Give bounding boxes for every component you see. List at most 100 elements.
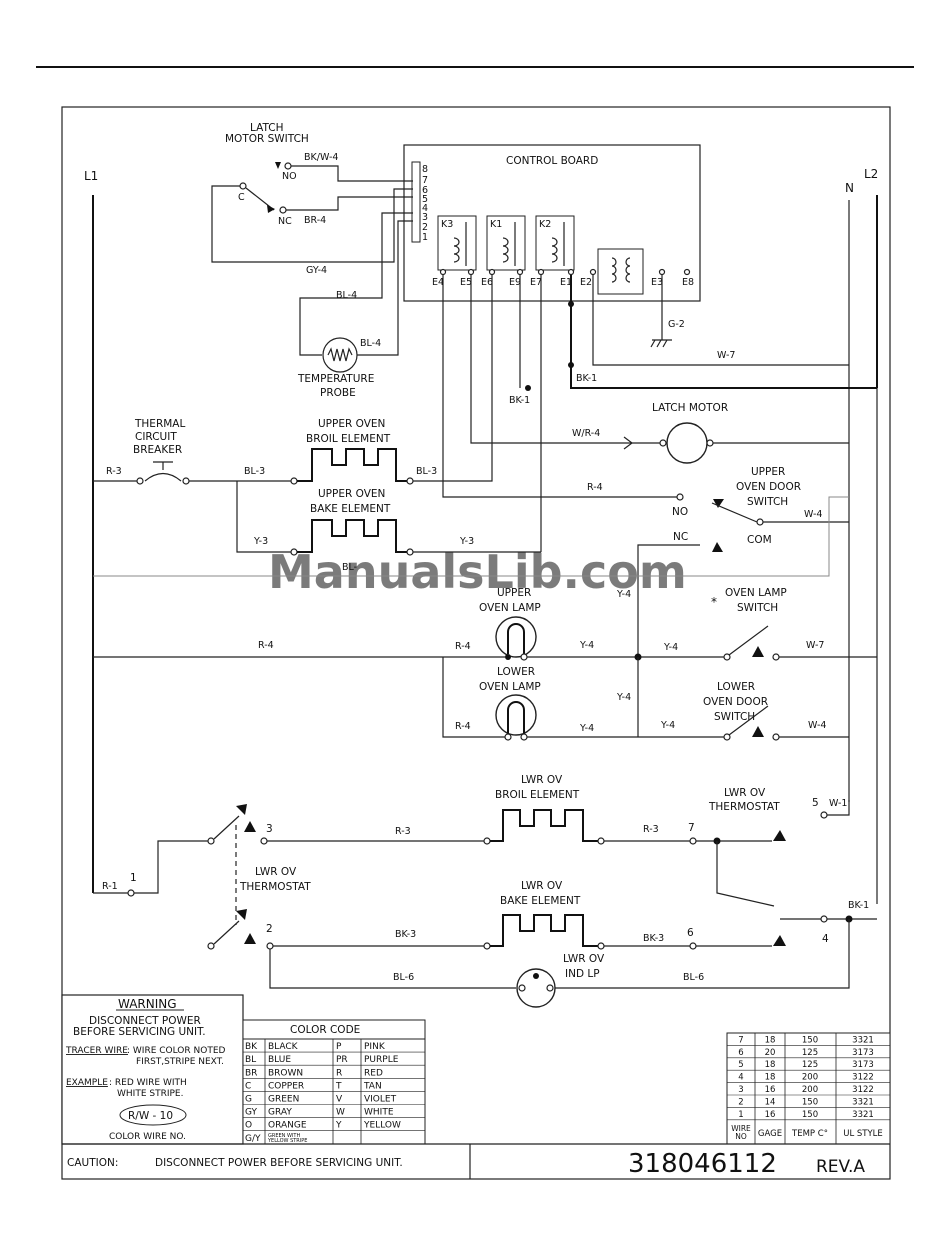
lwr-thermostat-left-label-1: LWR OV [255,866,297,878]
lwr-thermostat-arrow-6 [773,935,786,946]
color-code-cell: P [336,1042,342,1052]
w1-wire [827,800,850,816]
lwr-broil-element [490,809,598,842]
upper-door-com-terminal [756,518,764,526]
w7-wire [592,275,849,366]
wire-r4-c: R-4 [455,641,471,652]
pin-7: 7 [422,175,428,186]
wire-table-cell: 5 [738,1060,743,1070]
pin-5: 5 [422,194,428,205]
lower-lamp-icon [495,694,537,736]
num-7: 7 [688,822,695,834]
wire-bl3-b: BL-3 [416,466,437,477]
color-code-cell: GREEN [268,1095,299,1105]
wire-table-cell: 3321 [852,1110,874,1120]
lwr-ind-label-2: IND LP [565,968,600,980]
wire-y4-d: Y-4 [579,723,594,734]
wire-table-cell: 125 [802,1048,818,1058]
pin-header [411,161,421,243]
caution-text: DISCONNECT POWER BEFORE SERVICING UNIT. [155,1157,403,1169]
latch-motor-icon [666,422,708,464]
tracer-label: TRACER WIRE [65,1046,128,1056]
thermostat-arrow-top [236,804,247,815]
lwr-ind-center [533,973,539,979]
wire-y4-e: Y-4 [616,692,631,703]
wire-r4-a: R-4 [587,482,603,493]
terminal-e1: E1 [560,277,572,288]
lamp-switch-asterisk: * [711,595,717,609]
r4-lower-lamp [442,657,505,738]
latch-c-terminal [239,182,247,190]
wire-table-cell: 3173 [852,1060,874,1070]
upper-bake-element [297,519,410,553]
wire-table-cell: 3321 [852,1035,874,1045]
lower-door-blade [728,705,769,736]
bl6-right [555,919,850,989]
wire-table-cell: 20 [765,1048,776,1058]
wire-table-cell: 14 [765,1097,776,1107]
color-code-cell: G [245,1095,252,1105]
lower-door-t2 [772,733,780,741]
wire-bl6-b: BL-6 [683,972,704,983]
wire-table-cell: 16 [765,1085,776,1095]
upper-door-no-label: NO [672,506,688,518]
thermostat-blade-bottom [213,920,240,945]
upper-lamp-label-2: OVEN LAMP [479,602,541,614]
wire-table-cell: 3321 [852,1097,874,1107]
wire-br4: BR-4 [304,215,326,226]
bk1-junction-b [568,362,574,368]
lower-lamp-t2 [520,733,528,741]
thermostat-blade-top [213,815,240,840]
pin-6: 6 [422,185,428,196]
upper-door-label-3: SWITCH [747,496,788,508]
latch-no-wire [291,165,413,182]
wire-w1: W-1 [829,798,847,809]
transformer [597,248,644,295]
wire-w4-a: W-4 [804,509,822,520]
wire-table-cell: 200 [802,1073,818,1083]
wire-y4-b: Y-4 [616,589,631,600]
wire-bl-partial: BL- [342,562,357,573]
lwr-bake-label-1: LWR OV [521,880,563,892]
upper-broil-element [297,448,410,482]
wire-table-header: GAGE [758,1129,782,1139]
thermostat-t2-left [207,942,215,950]
wire-w7-b: W-7 [806,640,824,651]
thermostat-t2 [266,942,274,950]
n-label: N [845,181,854,195]
wire-table-header: WIRE [731,1124,751,1133]
example-label: EXAMPLE [66,1078,108,1088]
lwr-thermostat-left-label-2: THERMOSTAT [239,881,311,893]
wire-table-cell: 125 [802,1060,818,1070]
lwr-broil-label-1: LWR OV [521,774,563,786]
terminal-e4: E4 [432,277,444,288]
lwr-bake-element [490,914,598,947]
t7-to-t6 [716,841,775,907]
upper-door-blade [711,502,758,523]
lamp-switch-label-2: SWITCH [737,602,778,614]
wire-y3-a: Y-3 [253,536,268,547]
ground-icon [650,339,672,348]
relay-k3: K3 [437,215,477,271]
latch-switch-label-2: MOTOR SWITCH [225,133,309,145]
tracer-text-1: : WIRE COLOR NOTED [127,1046,226,1056]
nc-wire [637,544,700,657]
lwr-thermostat-right-label-2: THERMOSTAT [708,801,780,813]
wire-bk1-b: BK-1 [509,395,530,406]
color-code-title: COLOR CODE [290,1024,360,1036]
wire-table-cell: 18 [765,1060,776,1070]
latch-c-label: C [238,192,245,203]
y3-branch [236,481,291,553]
control-board-label: CONTROL BOARD [506,155,598,167]
latch-nc-arrow [267,205,275,213]
color-code-cell: GREEN WITH [268,1133,300,1139]
upper-broil-label-1: UPPER OVEN [318,418,385,430]
color-code-cell: Y [335,1121,342,1131]
upper-bake-t2 [406,548,414,556]
wire-r1: R-1 [102,881,118,892]
l1-label: L1 [84,169,98,183]
lwr-broil-t1 [483,837,491,845]
warning-line-2: BEFORE SERVICING UNIT. [73,1026,206,1038]
color-code-cell: G/Y [245,1134,261,1144]
example-text-1: : RED WIRE WITH [109,1078,187,1088]
